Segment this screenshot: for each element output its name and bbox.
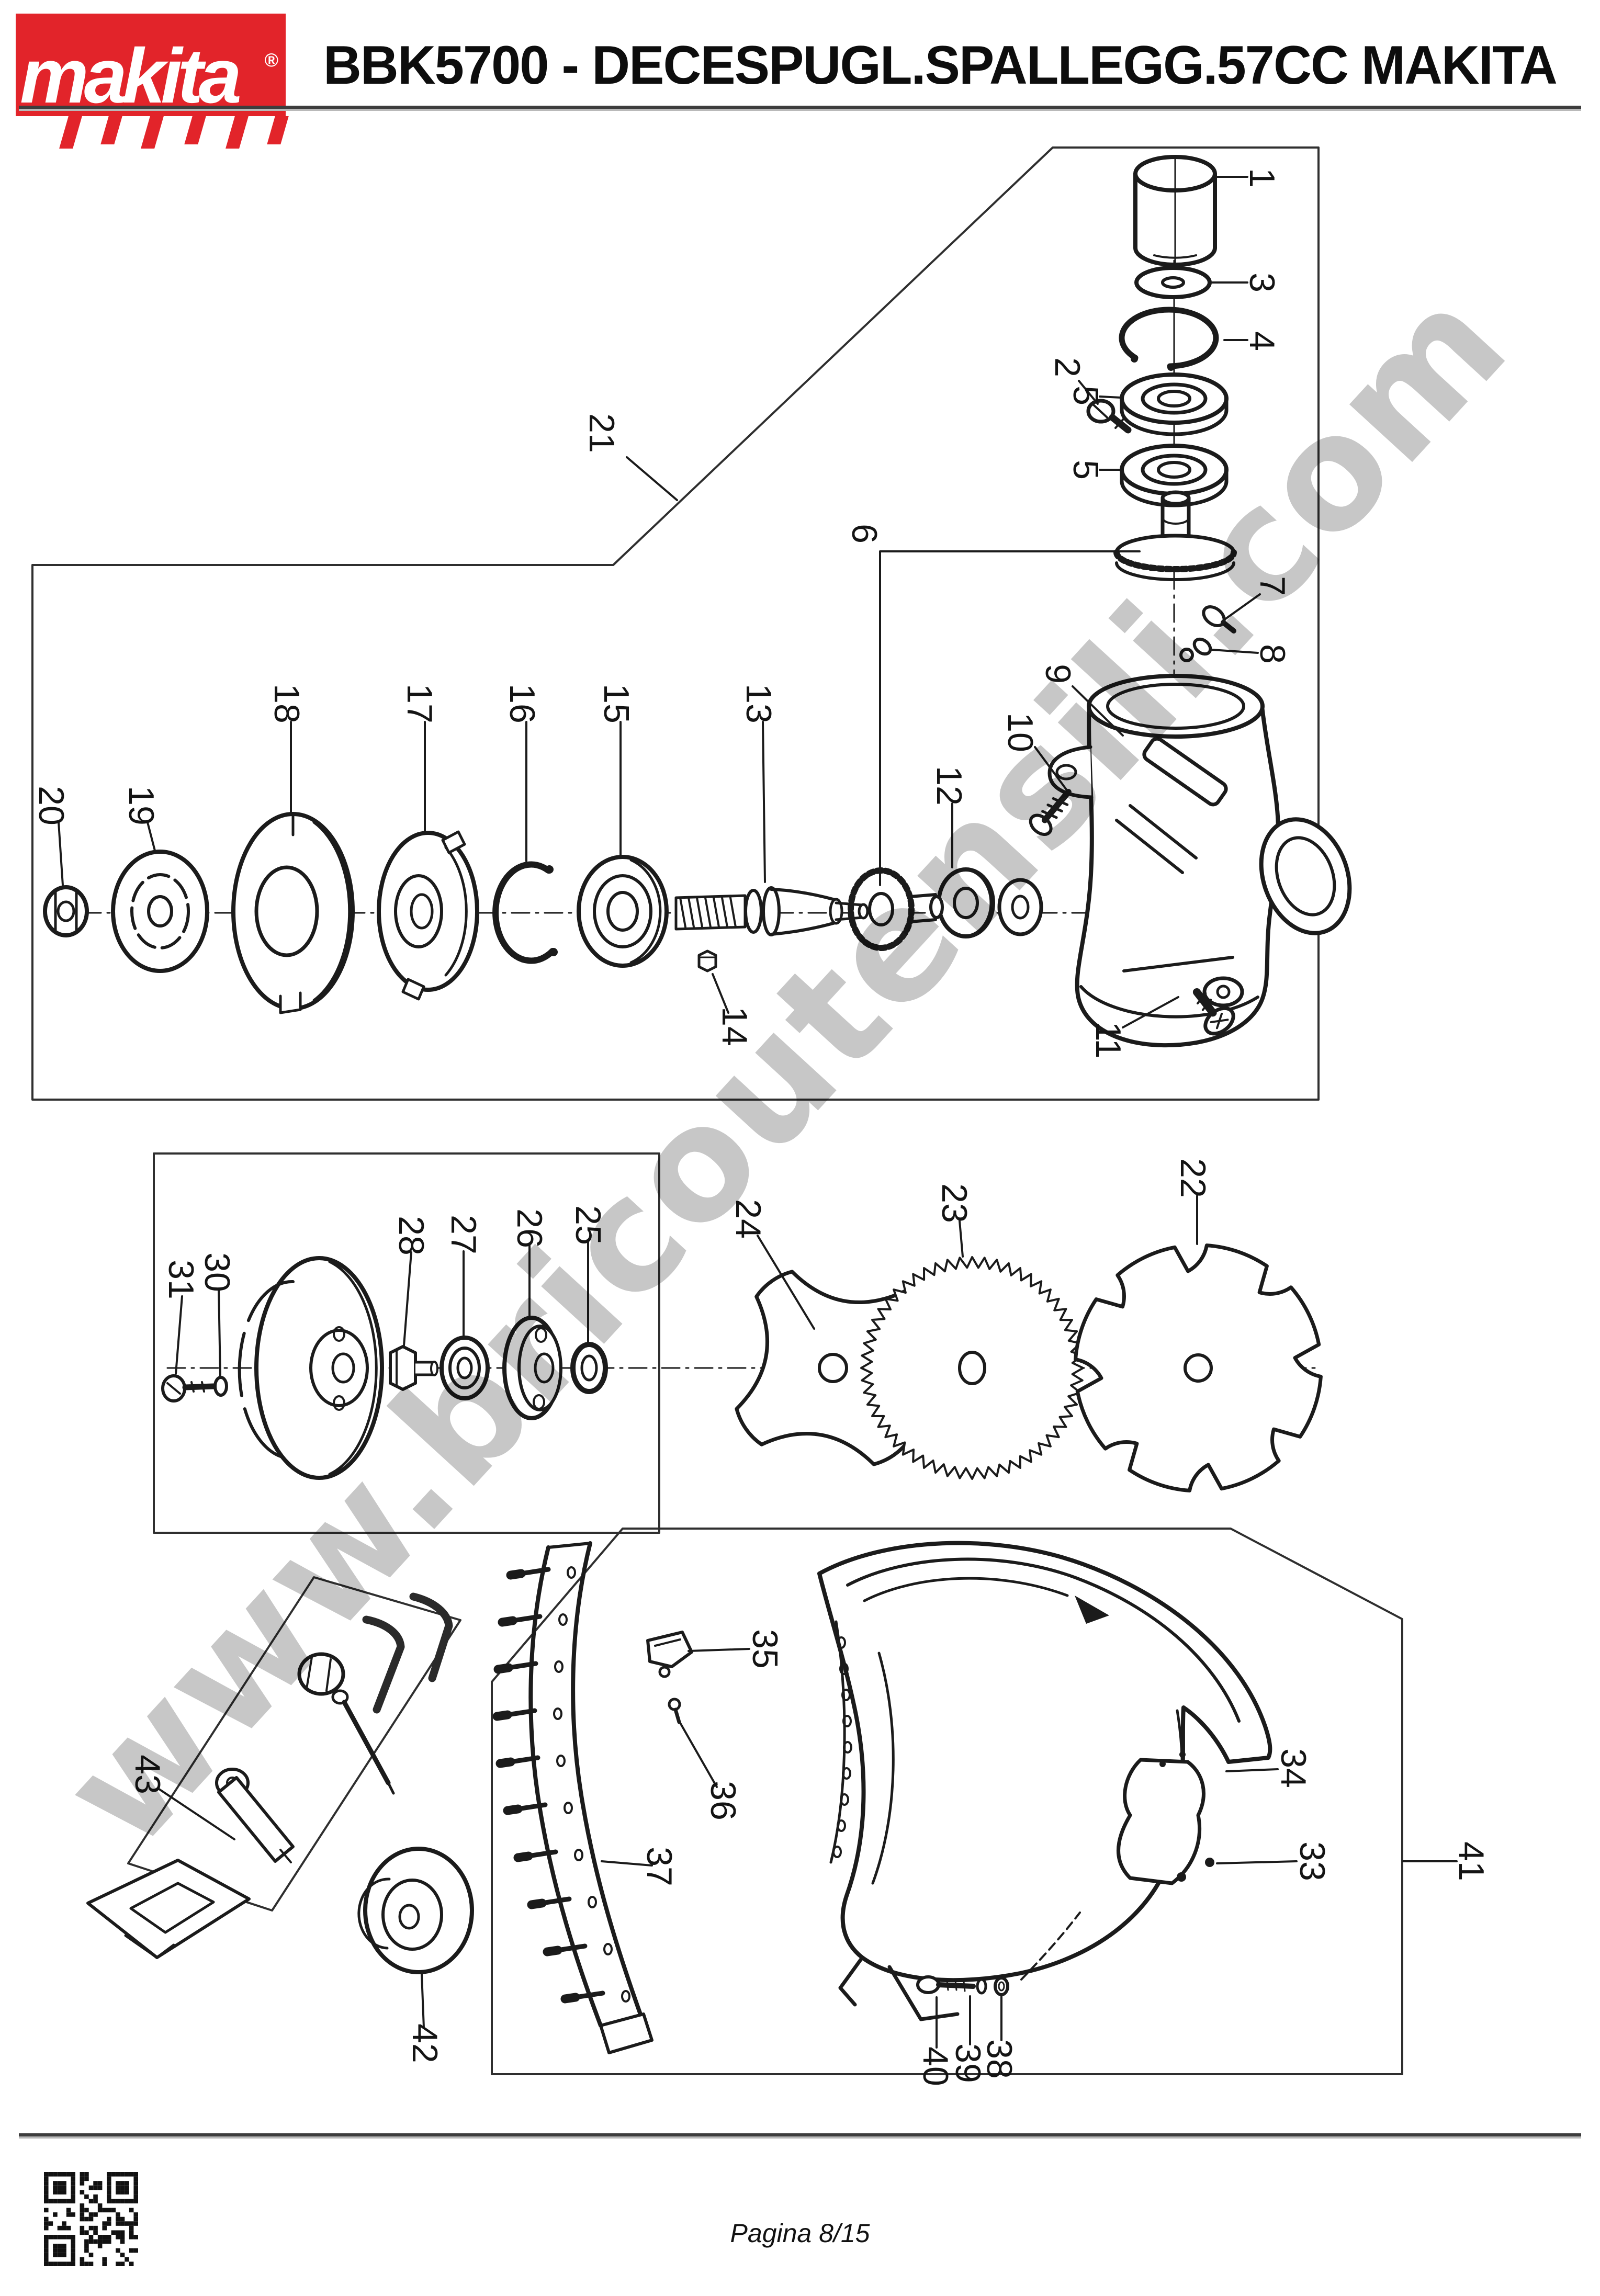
part-bolt-28	[389, 1345, 438, 1391]
callout-leader-lines	[58, 176, 1458, 2049]
part-eight-tooth-blade-22	[1074, 1243, 1323, 1492]
part-gear-housing-9	[1047, 674, 1352, 1048]
brand-wordmark: makita	[20, 33, 242, 119]
part-bolts-33	[1159, 1751, 1214, 1882]
part-callout-20: 20	[31, 786, 71, 825]
part-callout-33: 33	[1292, 1841, 1332, 1881]
upper-assembly-box	[31, 146, 1320, 1101]
part-arbor-shaft-13	[674, 886, 869, 936]
part-bearing-15	[577, 855, 669, 968]
part-callout-17: 17	[400, 684, 440, 723]
part-callout-26: 26	[510, 1208, 549, 1248]
part-callout-40: 40	[916, 2046, 955, 2086]
part-circlip-4	[1119, 307, 1219, 371]
part-callout-25: 25	[568, 1205, 608, 1245]
part-snap-ring-16	[492, 861, 558, 964]
page-number: Pagina 8/15	[730, 2219, 870, 2248]
part-cup-washer-27	[440, 1336, 490, 1400]
part-callout-34: 34	[1274, 1748, 1313, 1788]
part-bearing-5a	[1120, 372, 1229, 436]
part-callout-14: 14	[715, 1006, 754, 1046]
group-boxes	[31, 146, 1403, 2075]
part-callout-7: 7	[1253, 576, 1292, 596]
part-callout-8: 8	[1253, 644, 1292, 664]
part-callout-30: 30	[197, 1252, 237, 1292]
part-flange-hub-26	[502, 1316, 562, 1420]
part-callout-31: 31	[161, 1260, 201, 1299]
part-callout-18: 18	[267, 684, 307, 723]
part-callout-28: 28	[391, 1216, 431, 1256]
part-cup-washer-19	[111, 850, 209, 973]
part-toolkit-43	[86, 1592, 453, 1959]
part-starter-pulley-42	[357, 1847, 474, 1974]
part-screw-11	[1192, 988, 1235, 1036]
part-screw-36	[668, 1698, 681, 1724]
part-callout-37: 37	[639, 1847, 679, 1886]
part-callout-24: 24	[728, 1199, 768, 1239]
part-washer-12	[937, 867, 1043, 938]
part-callout-5: 5	[1066, 386, 1106, 405]
toolkit-box	[127, 1576, 461, 1912]
qr-code	[44, 2172, 138, 2266]
part-blade-guard-34	[817, 1541, 1272, 2021]
part-callouts: 1234556789101112131415161718192021222324…	[31, 168, 1491, 2086]
part-callout-4: 4	[1242, 331, 1282, 351]
part-ring-25	[570, 1342, 608, 1394]
part-screw-7	[1202, 605, 1236, 634]
part-washer-screw-8	[1179, 637, 1212, 662]
part-callout-15: 15	[596, 684, 636, 723]
part-callout-2: 2	[1047, 357, 1087, 377]
part-callout-5: 5	[1066, 460, 1106, 480]
part-nut-20	[43, 885, 89, 937]
part-callout-10: 10	[1000, 712, 1040, 752]
part-callout-6: 6	[844, 524, 884, 544]
part-callout-9: 9	[1038, 664, 1078, 684]
part-callout-39: 39	[948, 2043, 988, 2083]
part-bolt-10	[1029, 788, 1072, 836]
part-nut-14	[697, 949, 717, 972]
part-callout-41: 41	[1451, 1841, 1491, 1881]
part-callout-13: 13	[739, 684, 779, 723]
part-callout-1: 1	[1242, 168, 1282, 188]
part-clamp-35	[646, 1631, 693, 1678]
part-washer-30	[213, 1376, 228, 1397]
part-callout-36: 36	[703, 1781, 743, 1820]
part-shield-disc	[238, 1256, 384, 1480]
part-callout-12: 12	[929, 766, 969, 806]
part-callout-23: 23	[934, 1183, 974, 1223]
part-callout-35: 35	[745, 1629, 785, 1669]
part-callout-43: 43	[128, 1755, 167, 1794]
part-bolt-31	[161, 1374, 217, 1403]
header-divider	[19, 106, 1581, 109]
footer-divider	[19, 2133, 1581, 2136]
part-bearing-5b	[1120, 444, 1229, 507]
part-callout-27: 27	[444, 1215, 483, 1254]
part-screw-2	[1086, 399, 1132, 434]
registered-trademark-icon: ®	[264, 49, 278, 71]
part-callout-3: 3	[1242, 273, 1282, 292]
part-washer-3	[1134, 266, 1212, 299]
part-guard-rail-37	[492, 1541, 653, 2054]
part-callout-11: 11	[1088, 1022, 1128, 1059]
part-callout-16: 16	[502, 684, 542, 723]
part-bevel-gear-6b	[848, 867, 944, 951]
part-bolt-set-38-39-40	[916, 1912, 1081, 1996]
part-callout-22: 22	[1173, 1158, 1213, 1198]
part-callout-19: 19	[121, 786, 161, 825]
page-title: BBK5700 - DECESPUGL.SPALLEGG.57CC MAKITA	[323, 35, 1558, 96]
disc-assembly-box	[153, 1152, 660, 1534]
part-saw-blade-23	[860, 1256, 1084, 1480]
makita-logo: makita ®	[16, 14, 289, 149]
part-callout-38: 38	[979, 2039, 1019, 2079]
part-callout-42: 42	[405, 2023, 445, 2063]
part-clutch-drum-1	[1133, 155, 1217, 267]
guard-assembly-box	[491, 1528, 1403, 2075]
logo-red-box: makita ®	[16, 14, 286, 116]
part-clutch-hub-17	[377, 830, 479, 1001]
part-clutch-drum-cup-18	[231, 812, 355, 1014]
part-callout-21: 21	[582, 413, 622, 453]
